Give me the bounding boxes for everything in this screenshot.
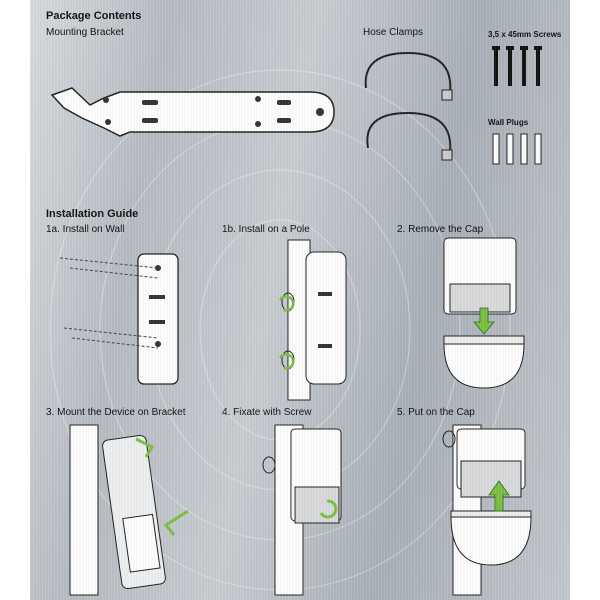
wall-plugs-illustration bbox=[492, 133, 542, 165]
screws-label: 3,5 x 45mm Screws bbox=[488, 30, 562, 39]
step-5-label: 5. Put on the Cap bbox=[397, 407, 475, 418]
step-1b-illustration bbox=[278, 239, 347, 401]
installation-guide-title: Installation Guide bbox=[46, 208, 139, 220]
step-5-illustration bbox=[442, 424, 532, 596]
step-1a-illustration bbox=[59, 253, 179, 385]
mounting-bracket-label: Mounting Bracket bbox=[46, 27, 124, 38]
screws-illustration bbox=[492, 46, 542, 86]
step-1a-label: 1a. Install on Wall bbox=[46, 224, 125, 235]
step-1b-label: 1b. Install on a Pole bbox=[222, 224, 310, 235]
package-contents-title: Package Contents bbox=[46, 10, 142, 22]
hose-clamps-label: Hose Clamps bbox=[363, 27, 424, 38]
step-4-label: 4. Fixate with Screw bbox=[222, 407, 312, 418]
wall-plugs-label: Wall Plugs bbox=[488, 118, 529, 127]
mounting-bracket-illustration bbox=[50, 87, 335, 137]
step-3-label: 3. Mount the Device on Bracket bbox=[46, 407, 186, 418]
hose-clamps-illustration bbox=[364, 51, 453, 161]
step-2-illustration bbox=[443, 237, 525, 389]
installation-sheet: Package Contents Mounting Bracket Hose C… bbox=[30, 0, 570, 600]
step-4-illustration bbox=[262, 424, 342, 596]
step-2-label: 2. Remove the Cap bbox=[397, 224, 484, 235]
step-3-illustration bbox=[69, 424, 189, 596]
